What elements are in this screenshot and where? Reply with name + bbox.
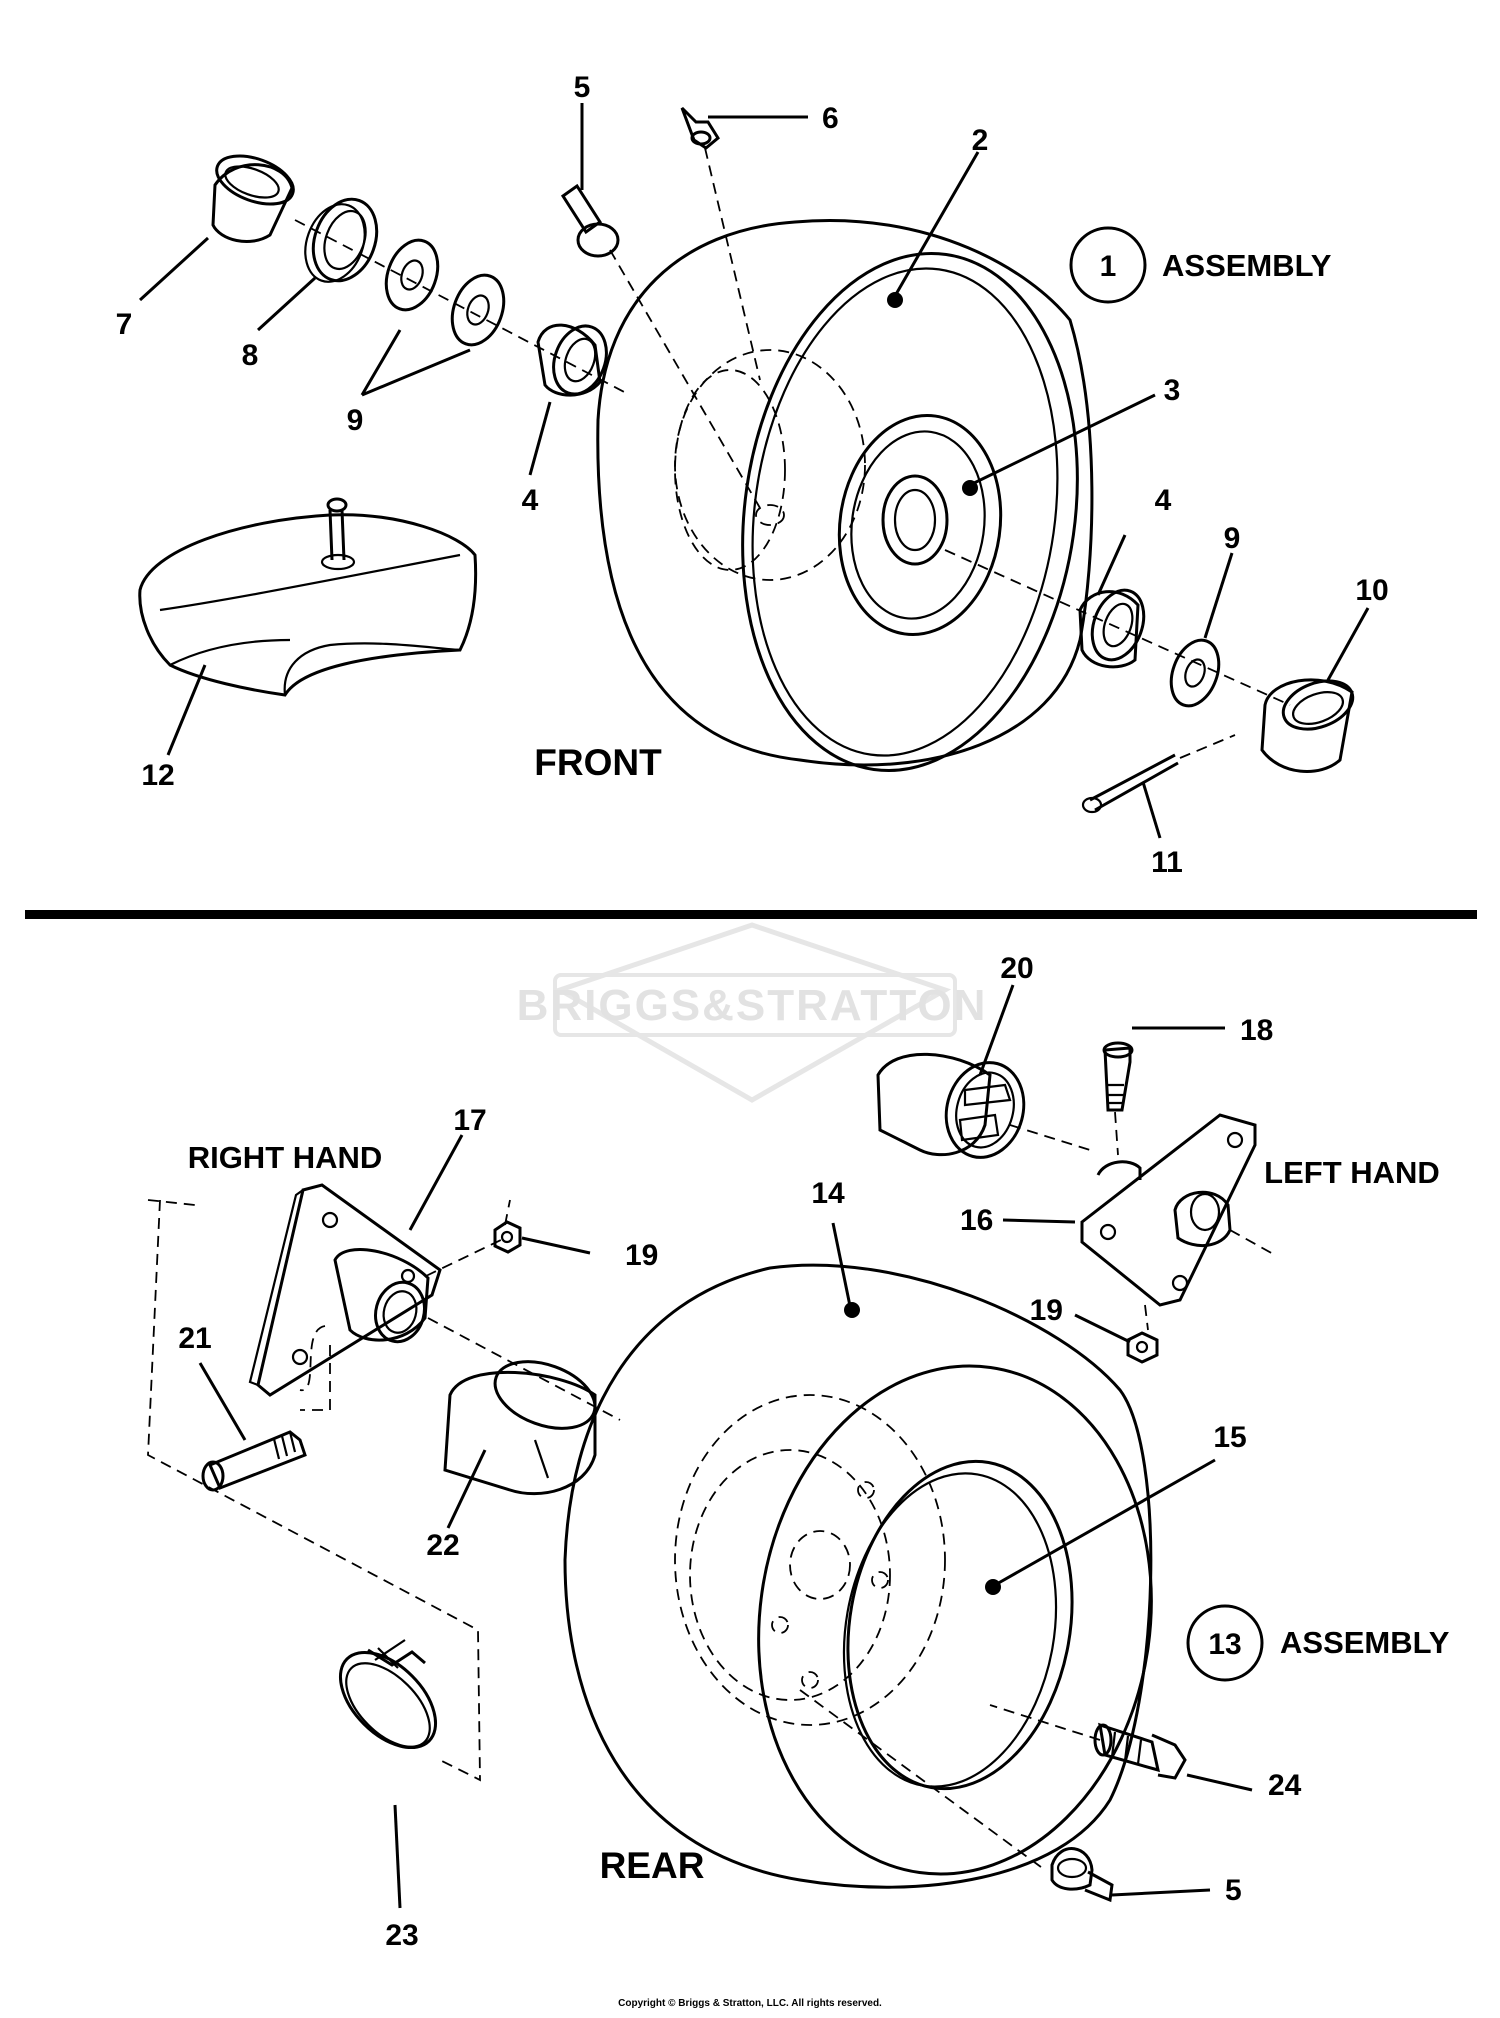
assembly-number-rear: 13 xyxy=(1208,1628,1241,1661)
rear-spacer-20 xyxy=(876,1052,1091,1159)
bearing-cup-7 xyxy=(211,154,295,244)
copyright-notice: Copyright © Briggs & Stratton, LLC. All … xyxy=(618,1998,882,2009)
bushing-4-left xyxy=(536,323,608,397)
nut-19-upper xyxy=(493,1199,522,1254)
valve-stem-front xyxy=(560,183,761,509)
callout-15: 15 xyxy=(1213,1421,1246,1454)
callout-24: 24 xyxy=(1268,1769,1302,1802)
callout-20: 20 xyxy=(1000,952,1033,985)
callout-8: 8 xyxy=(242,339,259,372)
washer-9b xyxy=(450,273,506,347)
callout-14: 14 xyxy=(811,1177,845,1210)
callout-5-front: 5 xyxy=(574,71,591,104)
assembly-number-front: 1 xyxy=(1100,250,1117,283)
assembly-label-front: ASSEMBLY xyxy=(1162,248,1332,283)
callout-19-lower: 19 xyxy=(1030,1294,1063,1327)
rear-section: 20 18 17 19 14 16 19 21 22 15 24 5 23 RI… xyxy=(147,952,1450,1952)
callout-22: 22 xyxy=(426,1529,459,1562)
bearing-8 xyxy=(304,197,379,283)
hose-clamp xyxy=(338,1639,438,1750)
callout-18: 18 xyxy=(1240,1014,1273,1047)
rear-section-label: REAR xyxy=(600,1845,705,1886)
front-tire xyxy=(596,219,1094,772)
rear-callouts: 20 18 17 19 14 16 19 21 22 15 24 5 23 xyxy=(178,952,1301,1952)
rear-tire xyxy=(563,1263,1153,1889)
left-hand-label: LEFT HAND xyxy=(1264,1155,1440,1190)
section-divider xyxy=(25,910,1477,919)
assembly-label-rear: ASSEMBLY xyxy=(1280,1625,1450,1660)
front-assembly-badge: 1 ASSEMBLY xyxy=(1069,226,1332,304)
front-section: 5 6 2 3 7 8 9 4 4 9 10 11 12 1 ASSEMBLY … xyxy=(116,71,1389,879)
right-hand-label: RIGHT HAND xyxy=(188,1140,383,1175)
grease-fitting xyxy=(680,106,761,381)
rear-bushing xyxy=(443,1360,597,1496)
front-leader-lines xyxy=(138,103,1370,839)
bushing-4-right xyxy=(1078,588,1146,669)
callout-9-left: 9 xyxy=(347,404,364,437)
callout-10: 10 xyxy=(1355,574,1388,607)
callout-7: 7 xyxy=(116,308,133,341)
callout-11: 11 xyxy=(1151,846,1183,879)
washer-9-right xyxy=(1169,638,1221,708)
brand-watermark: BRIGGS&STRATTON xyxy=(517,922,988,1103)
hub-cap-10 xyxy=(1260,678,1355,773)
nut-19-lower xyxy=(1126,1331,1159,1364)
callout-9-right: 9 xyxy=(1224,522,1241,555)
watermark-text: BRIGGS&STRATTON xyxy=(517,981,988,1030)
callout-16: 16 xyxy=(960,1204,993,1237)
callout-12: 12 xyxy=(141,759,174,792)
carriage-bolt xyxy=(201,1430,307,1492)
rear-assembly-badge: 13 ASSEMBLY xyxy=(1186,1604,1450,1682)
cotter-pin xyxy=(1081,734,1236,814)
front-callouts: 5 6 2 3 7 8 9 4 4 9 10 11 12 xyxy=(116,71,1389,879)
callout-23: 23 xyxy=(385,1919,418,1952)
callout-2: 2 xyxy=(972,124,989,157)
callout-4-right: 4 xyxy=(1155,484,1172,517)
callout-21: 21 xyxy=(178,1322,211,1355)
rear-leader-lines xyxy=(198,984,1253,1909)
lug-bolt-24 xyxy=(989,1704,1187,1780)
callout-17: 17 xyxy=(453,1104,486,1137)
callout-5-rear: 5 xyxy=(1225,1874,1242,1907)
callout-4-left: 4 xyxy=(522,484,539,517)
callout-3: 3 xyxy=(1164,374,1181,407)
left-hand-bracket xyxy=(1080,1113,1276,1331)
right-hand-bracket xyxy=(248,1183,621,1421)
valve-stem-rear xyxy=(1050,1847,1114,1903)
bolt-18 xyxy=(1102,1041,1134,1156)
washer-9a xyxy=(384,238,440,312)
inner-tube xyxy=(138,497,478,697)
front-section-label: FRONT xyxy=(534,742,662,783)
callout-19-upper: 19 xyxy=(625,1239,658,1272)
callout-6: 6 xyxy=(822,102,839,135)
